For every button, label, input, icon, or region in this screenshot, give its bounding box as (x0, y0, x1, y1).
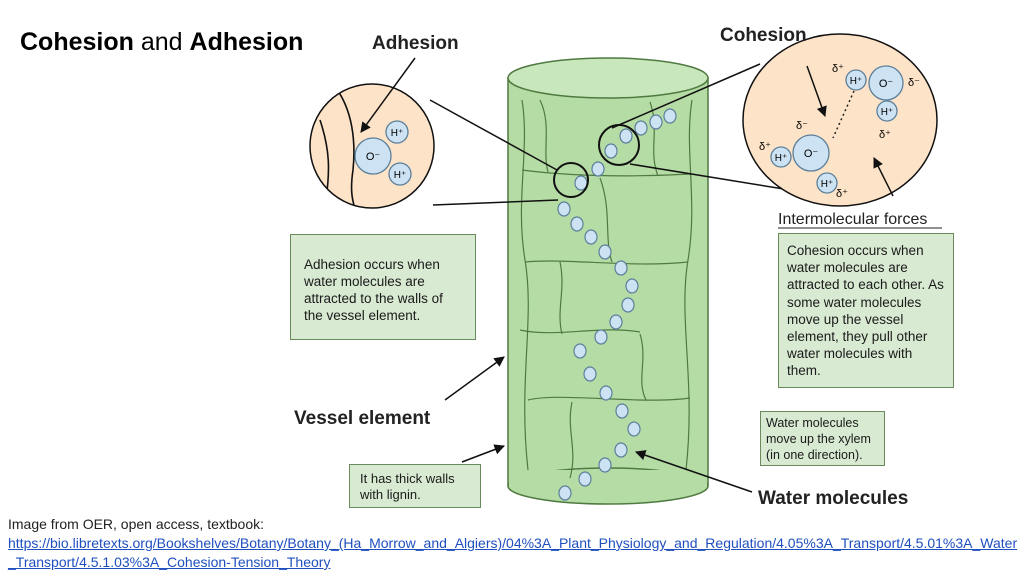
delta-label: δ⁺ (836, 188, 848, 200)
hydrogen-label: H⁺ (394, 170, 407, 181)
oxygen-label: O⁻ (879, 78, 894, 90)
lignin-note-box: It has thick walls with lignin. (349, 464, 481, 508)
cohesion-label: Cohesion (720, 25, 807, 46)
lignin-note-text: It has thick walls with lignin. (360, 471, 455, 502)
cohesion-explanation-text: Cohesion occurs when water molecules are… (787, 243, 944, 379)
cohesion-adhesion-diagram: O⁻ H⁺ H⁺ Adhesion O⁻ H⁺ H⁺ O⁻ H⁺ H⁺ δ⁺ δ… (294, 25, 942, 509)
intermolecular-forces-label: Intermolecular forces (778, 211, 927, 228)
hydrogen-label: H⁺ (391, 128, 404, 139)
slide-title: Cohesion and Adhesion (20, 28, 303, 57)
vessel-element-label: Vessel element (294, 408, 431, 429)
adhesion-focus-circle (553, 162, 589, 198)
delta-label: δ⁻ (908, 77, 920, 89)
title-and: and (140, 28, 183, 56)
zoom-connector-lines (429, 63, 791, 206)
oxygen-label: O⁻ (804, 148, 819, 160)
delta-label: δ⁺ (832, 63, 844, 75)
credit-text: Image from OER, open access, textbook: (8, 516, 265, 532)
water-molecules-label: Water molecules (758, 488, 908, 509)
adhesion-label: Adhesion (372, 33, 459, 54)
delta-label: δ⁺ (759, 141, 771, 153)
hydrogen-label: H⁺ (850, 76, 863, 87)
adhesion-explanation-text: Adhesion occurs when water molecules are… (304, 257, 443, 323)
title-adhesion: Adhesion (189, 28, 304, 56)
water-molecule-chain (557, 108, 677, 501)
image-credit: Image from OER, open access, textbook: h… (8, 515, 1018, 572)
adhesion-explanation-box: Adhesion occurs when water molecules are… (290, 234, 476, 340)
cohesion-zoom: O⁻ H⁺ H⁺ O⁻ H⁺ H⁺ δ⁺ δ⁻ δ⁺ δ⁻ δ⁺ δ⁺ (742, 33, 938, 207)
hydrogen-label: H⁺ (775, 153, 788, 164)
hydrogen-label: H⁺ (881, 107, 894, 118)
xylem-note-text: Water molecules move up the xylem (in on… (766, 416, 871, 462)
adhesion-zoom: O⁻ H⁺ H⁺ (309, 83, 435, 209)
delta-label: δ⁻ (796, 120, 808, 132)
hydrogen-label: H⁺ (821, 179, 834, 190)
delta-label: δ⁺ (879, 129, 891, 141)
vessel-element (507, 57, 709, 505)
credit-source-link[interactable]: https://bio.libretexts.org/Bookshelves/B… (8, 535, 1018, 570)
title-cohesion: Cohesion (20, 28, 134, 56)
oxygen-label: O⁻ (366, 151, 381, 163)
cohesion-explanation-box: Cohesion occurs when water molecules are… (778, 233, 954, 388)
xylem-note-box: Water molecules move up the xylem (in on… (760, 411, 885, 466)
